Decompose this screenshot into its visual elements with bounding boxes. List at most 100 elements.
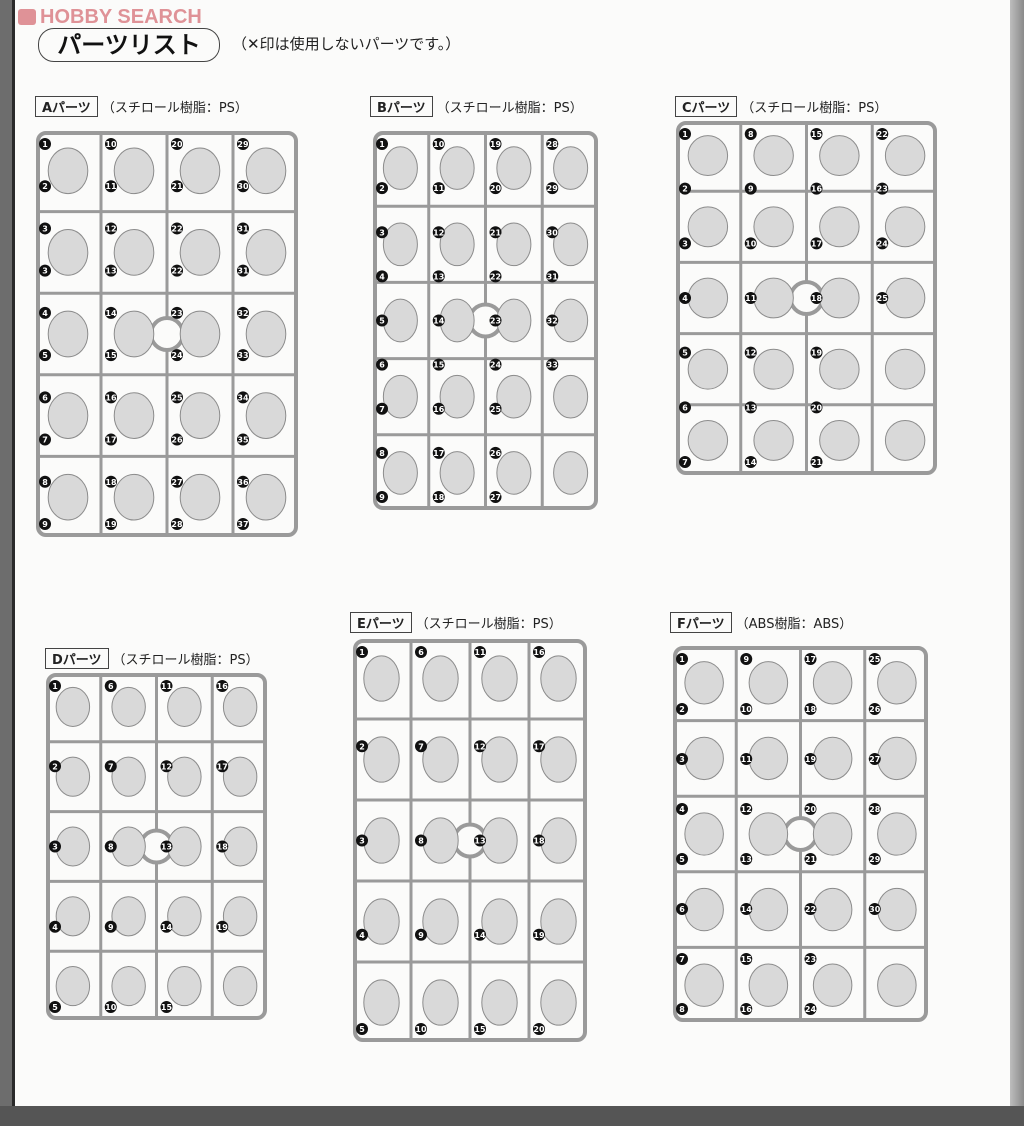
part-shape (877, 736, 917, 781)
part-shape (439, 374, 475, 419)
part-number: 8 (42, 478, 48, 487)
part-shape (422, 655, 459, 702)
part-number-badge (740, 953, 753, 965)
part-number-marker: 1 (376, 138, 388, 150)
part-number: 7 (682, 458, 688, 467)
part-shape (540, 736, 577, 783)
part-number-badge (39, 433, 51, 446)
part-number-marker: 2 (679, 182, 691, 195)
part-number-badge (489, 402, 502, 415)
part-number-badge (533, 928, 545, 941)
part-number: 30 (869, 905, 881, 914)
part-number-marker: 9 (39, 518, 51, 530)
part-number-marker: 20 (489, 182, 502, 195)
part-number-marker: 16 (740, 1003, 753, 1015)
part-number-badge (376, 491, 388, 503)
part-number-marker: 21 (171, 180, 183, 193)
part-number: 26 (869, 705, 881, 714)
part-number-badge (160, 920, 173, 933)
part-number-marker: 4 (376, 270, 388, 283)
part-number-marker: 36 (237, 475, 249, 488)
part-number: 19 (105, 520, 117, 529)
part-shape (222, 686, 258, 727)
part-number-marker: 6 (415, 646, 427, 658)
part-number-badge (533, 646, 545, 658)
part-number-marker: 13 (160, 840, 173, 853)
part-number: 25 (171, 393, 183, 402)
part-number-badge (546, 314, 559, 327)
part-shape (819, 277, 860, 319)
part-number-badge (740, 653, 753, 665)
part-shape (111, 896, 146, 937)
part-number: 26 (171, 436, 183, 445)
part-shape (245, 473, 287, 521)
part-number-marker: 1 (39, 138, 51, 150)
part-number-badge (237, 391, 249, 404)
part-number-badge (376, 402, 388, 415)
part-shape (753, 348, 794, 390)
part-number-badge (810, 401, 823, 414)
part-number-badge (804, 703, 817, 715)
part-shape (877, 887, 917, 932)
part-number-marker: 12 (474, 740, 486, 753)
part-number-badge (432, 270, 445, 283)
section-material: （スチロール樹脂：PS） (101, 101, 248, 116)
part-shape (496, 374, 532, 419)
part-shape (55, 826, 91, 867)
part-number-marker: 25 (876, 292, 889, 304)
part-number: 18 (805, 705, 817, 714)
part-shape (439, 451, 475, 495)
part-number: 6 (682, 403, 688, 412)
part-number: 18 (811, 294, 823, 303)
part-number-marker: 14 (160, 920, 173, 933)
part-shape (382, 374, 418, 419)
part-number: 9 (418, 931, 424, 940)
part-number-badge (546, 270, 559, 283)
part-shape (111, 966, 146, 1007)
part-shape (481, 898, 518, 945)
part-number: 20 (171, 140, 183, 149)
part-number-badge (474, 928, 486, 941)
part-number: 17 (217, 762, 228, 771)
part-number-marker: 3 (376, 226, 388, 239)
section-material: （スチロール樹脂：PS） (436, 101, 583, 116)
part-shape (687, 277, 729, 319)
part-number-badge (804, 653, 817, 665)
part-number-marker: 33 (237, 349, 249, 362)
part-number: 19 (217, 923, 229, 932)
part-shape (684, 812, 724, 856)
part-number-marker: 7 (679, 456, 691, 468)
part-number: 36 (237, 478, 249, 487)
part-number: 22 (490, 272, 501, 281)
part-number-badge (356, 928, 368, 941)
part-number-badge (804, 1003, 817, 1015)
part-shape (222, 966, 258, 1007)
part-number: 3 (42, 267, 48, 276)
section-c-label: Cパーツ（スチロール樹脂：PS） (675, 96, 887, 117)
part-number: 3 (52, 843, 58, 852)
part-number: 32 (237, 309, 248, 318)
part-number-badge (49, 760, 61, 773)
part-number: 19 (805, 755, 817, 764)
part-number: 13 (161, 843, 172, 852)
part-number-marker: 18 (810, 292, 823, 304)
part-number-badge (474, 740, 486, 753)
part-number-marker: 23 (876, 182, 889, 195)
part-number-marker: 28 (171, 518, 183, 530)
part-number: 17 (811, 239, 822, 248)
part-number: 25 (869, 655, 881, 664)
part-number-badge (171, 349, 183, 362)
part-number-marker: 5 (39, 349, 51, 362)
part-number-marker: 20 (810, 401, 823, 414)
part-number-marker: 7 (39, 433, 51, 446)
part-number-marker: 17 (804, 653, 817, 665)
part-number-marker: 19 (810, 346, 823, 359)
part-number: 4 (682, 294, 688, 303)
part-shape (382, 222, 418, 267)
part-number-badge (868, 753, 881, 765)
part-number-badge (679, 292, 691, 304)
part-number-badge (810, 346, 823, 359)
part-shape (167, 896, 202, 937)
part-number: 23 (877, 185, 888, 194)
